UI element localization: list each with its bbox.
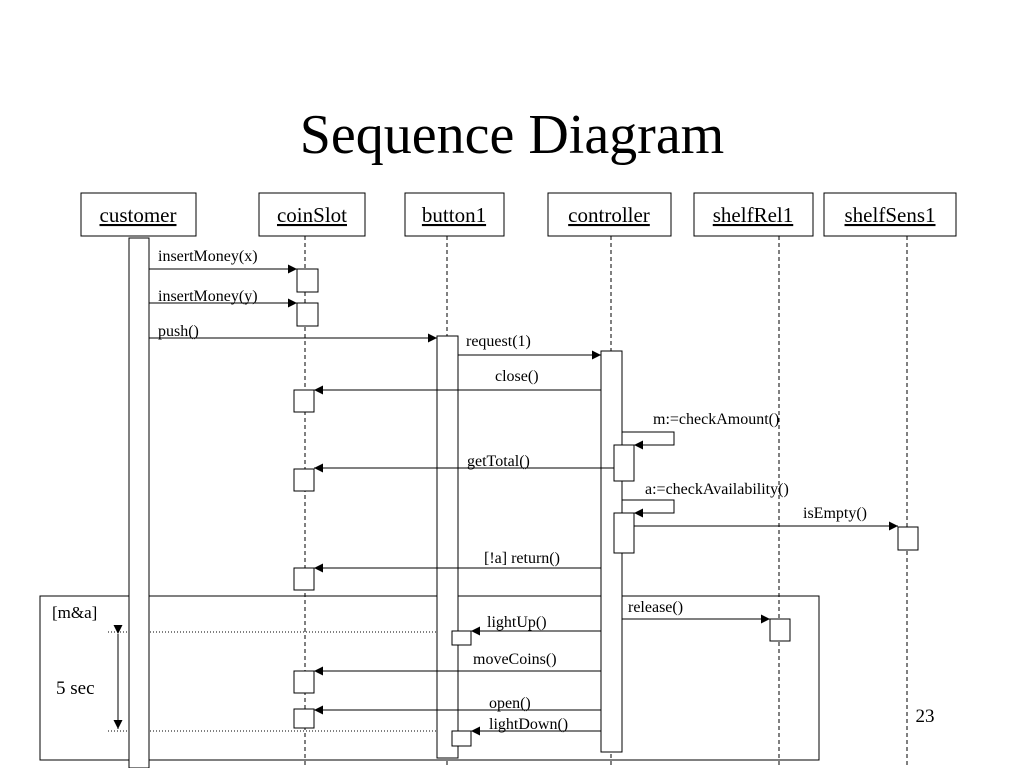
msg-lightUp-label: lightUp() — [487, 614, 547, 631]
msg-isEmpty-label: isEmpty() — [803, 505, 867, 522]
participant-customer-box — [80, 192, 197, 237]
participant-controller-box — [547, 192, 672, 237]
timing-label: 5 sec — [56, 678, 95, 699]
activation-controller-checkAmount — [613, 444, 635, 482]
participant-controller: controller — [568, 203, 650, 227]
fragment-box — [39, 595, 820, 761]
msg-checkAvailability-label: a:=checkAvailability() — [645, 481, 789, 498]
activation-shelfRel1 — [769, 618, 791, 642]
msg-checkAmount-label: m:=checkAmount() — [653, 411, 779, 428]
participant-shelfSens1: shelfSens1 — [845, 203, 936, 227]
activation-coinSlot-2 — [296, 302, 319, 327]
participant-coinSlot: coinSlot — [277, 203, 347, 227]
participant-shelfSens1-box — [823, 192, 957, 237]
activation-button1-lightUp — [451, 630, 472, 646]
activation-customer — [128, 237, 150, 768]
msg-checkAmount-arrow — [622, 431, 675, 450]
participant-customer: customer — [100, 203, 177, 227]
participant-button1-box — [404, 192, 505, 237]
msg-return-label: [!a] return() — [484, 550, 560, 567]
participant-button1: button1 — [422, 203, 486, 227]
activation-coinSlot-1 — [296, 268, 319, 293]
activation-button1-lightDown — [451, 730, 472, 747]
activation-coinSlot-moveCoins — [293, 670, 315, 694]
msg-push-label: push() — [158, 323, 199, 340]
msg-release-label: release() — [628, 599, 683, 616]
activation-shelfSens1 — [897, 526, 919, 551]
activation-coinSlot-getTotal — [293, 468, 315, 492]
activation-coinSlot-return — [293, 567, 315, 591]
page-number: 23 — [915, 706, 935, 727]
msg-insertMoney-x-label: insertMoney(x) — [158, 248, 258, 265]
msg-checkAvailability-arrow — [622, 499, 675, 518]
msg-close-label: close() — [495, 368, 539, 385]
participant-shelfRel1: shelfRel1 — [713, 203, 793, 227]
msg-open-label: open() — [489, 695, 531, 712]
activation-coinSlot-open — [293, 708, 315, 729]
fragment-guard: [m&a] — [52, 603, 97, 622]
activation-controller-checkAvailability — [613, 512, 635, 554]
msg-request-label: request(1) — [466, 333, 531, 350]
participant-coinSlot-box — [258, 192, 366, 237]
msg-moveCoins-label: moveCoins() — [473, 651, 557, 668]
activation-coinSlot-close — [293, 389, 315, 413]
page-title: Sequence Diagram — [299, 104, 725, 166]
msg-insertMoney-y-label: insertMoney(y) — [158, 288, 258, 305]
msg-getTotal-label: getTotal() — [467, 453, 530, 470]
msg-lightDown-label: lightDown() — [489, 716, 568, 733]
activation-button1 — [436, 335, 459, 759]
participant-shelfRel1-box — [693, 192, 814, 237]
